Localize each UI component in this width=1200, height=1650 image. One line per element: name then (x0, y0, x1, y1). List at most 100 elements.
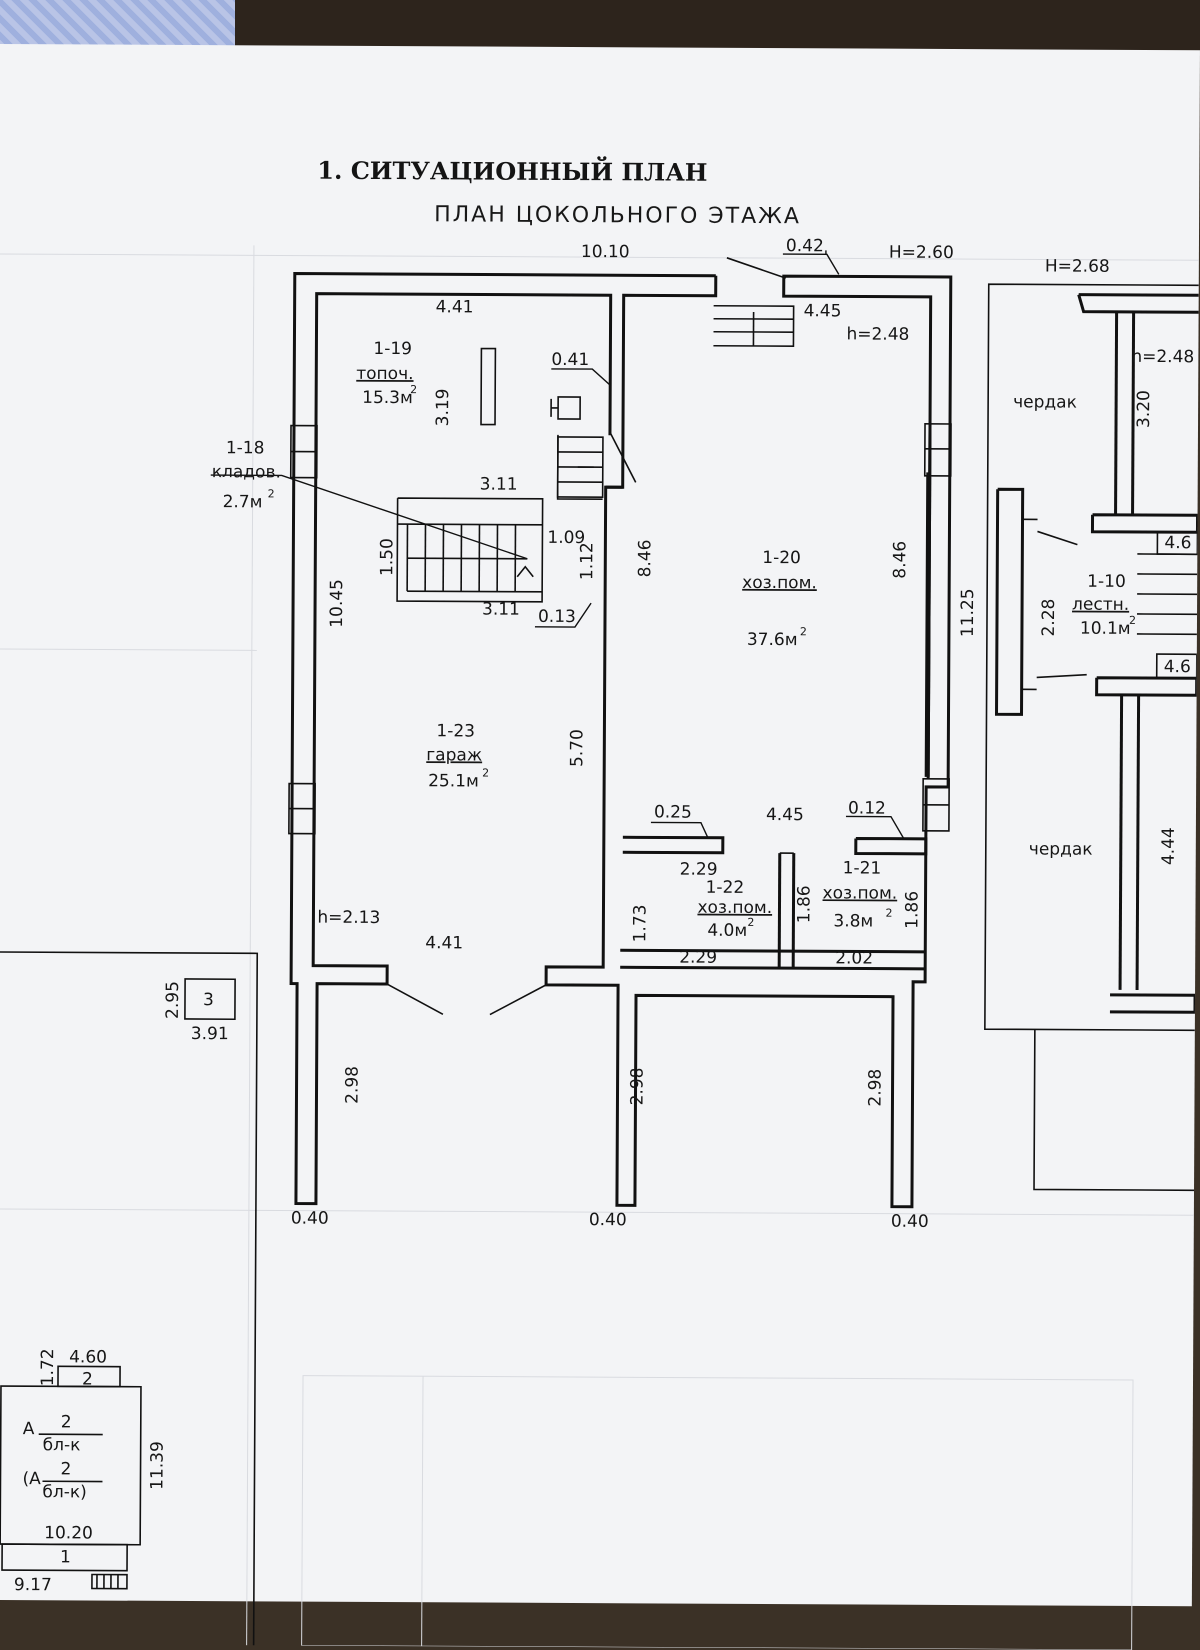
marking-a-den: бл-к (43, 1435, 81, 1455)
dim-right-444: 4.44 (1159, 827, 1179, 865)
paper-sheet: 1. СИТУАЦИОННЫЙ ПЛАН ПЛАН ЦОКОЛЬНОГО ЭТА… (0, 44, 1200, 1606)
room23-name: гараж (426, 745, 482, 765)
stair-area-sup: 2 (1129, 614, 1136, 627)
marking-a2-num: 2 (60, 1459, 71, 1479)
room21-id: 1-21 (843, 858, 882, 878)
dim-room22-right: 1.86 (794, 885, 814, 923)
room22-name: хоз.пом. (697, 898, 772, 918)
stair-treads (397, 524, 542, 592)
room18-id: 1-18 (226, 438, 265, 458)
room21-area-sup: 2 (885, 907, 892, 920)
marking-a2: (А (22, 1469, 41, 1489)
stair-area: 10.1м (1080, 619, 1131, 639)
height-attic: h=2.48 (1131, 347, 1194, 367)
dim-porch-right: 2.98 (865, 1069, 885, 1107)
room23-area-sup: 2 (482, 767, 489, 780)
room21-name: хоз.пом. (823, 883, 898, 903)
dim-wall-025: 0.25 (654, 802, 692, 822)
box1-width: 9.17 (14, 1575, 52, 1595)
dim-right-46-bottom: 4.6 (1164, 657, 1191, 677)
room22-area-sup: 2 (747, 916, 754, 929)
dim-stair-top: 3.11 (480, 475, 518, 495)
plan-subtitle: ПЛАН ЦОКОЛЬНОГО ЭТАЖА (434, 202, 801, 229)
room20-area: 37.6м (747, 630, 798, 650)
dim-right-46-top: 4.6 (1164, 533, 1191, 553)
small-plan-width: 10.20 (44, 1523, 93, 1543)
height-main: H=2.60 (889, 243, 954, 263)
height-garage: h=2.13 (317, 908, 380, 928)
boiler-unit (481, 349, 495, 425)
marking-a: А (23, 1419, 35, 1439)
small-site-plan (0, 952, 257, 1645)
dim-porch-mid-w: 0.40 (589, 1210, 627, 1230)
dim-room21-width: 2.02 (835, 948, 873, 968)
dim-room21-right: 1.86 (902, 891, 922, 929)
room20-id: 1-20 (762, 548, 801, 568)
room19-area: 15.3м (362, 388, 413, 408)
dim-room22-left: 1.73 (630, 904, 650, 942)
dim-porch-left-w: 0.40 (291, 1209, 329, 1229)
dim-room19-width: 4.41 (436, 297, 474, 317)
room20-area-sup: 2 (800, 625, 807, 638)
dim-stair-013: 0.13 (538, 607, 576, 627)
room18-area: 2.7м (223, 492, 263, 512)
attic-bottom-label: чердак (1029, 839, 1093, 859)
dim-stair-112: 1.12 (577, 542, 597, 580)
room23-id: 1-23 (436, 721, 475, 741)
entry-stair (713, 306, 793, 346)
dim-room20-right: 8.46 (890, 541, 910, 579)
sheet-title: 1. СИТУАЦИОННЫЙ ПЛАН (317, 154, 707, 187)
small-stair (558, 437, 603, 497)
dim-room22-top: 2.29 (680, 860, 718, 880)
box2-height: 1.72 (38, 1348, 58, 1386)
room19-area-sup: 2 (410, 383, 417, 396)
dim-garage-height: 5.70 (567, 729, 587, 767)
dim-top-total: 10.10 (581, 242, 630, 262)
marking-a-num: 2 (61, 1412, 72, 1432)
room22-area: 4.0м (707, 921, 747, 941)
floor-plan-drawing: 1. СИТУАЦИОННЫЙ ПЛАН ПЛАН ЦОКОЛЬНОГО ЭТА… (0, 44, 1200, 1650)
dim-room20-top-width: 4.45 (804, 301, 842, 321)
room20-name: хоз.пом. (742, 573, 817, 593)
dim-stair-150: 1.50 (377, 538, 397, 576)
dim-garage-bottom: 4.41 (425, 933, 463, 953)
box2-label: 2 (82, 1369, 93, 1389)
height-room20: h=2.48 (846, 324, 909, 344)
room18-area-sup: 2 (268, 487, 275, 500)
stair-name: лестн. (1072, 595, 1129, 615)
dim-room20-mid: 4.45 (766, 805, 804, 825)
small-plan-height: 11.39 (147, 1441, 167, 1490)
background-guides (0, 244, 1199, 1650)
room21-area: 3.8м (833, 911, 873, 931)
height-right: H=2.68 (1045, 256, 1110, 276)
box3-label: 3 (203, 990, 214, 1010)
stair-id: 1-10 (1087, 572, 1126, 592)
blue-paper-corner (0, 0, 235, 48)
dim-left-total: 10.45 (327, 579, 347, 628)
room18-name: кладов. (212, 462, 281, 482)
dim-top-gap: 0.42 (786, 236, 824, 256)
dim-wall-012: 0.12 (848, 798, 886, 818)
dim-room20-left: 8.46 (635, 539, 655, 577)
equipment-box (558, 397, 580, 419)
dim-wall-041: 0.41 (551, 350, 589, 370)
dim-porch-mid: 2.98 (627, 1067, 647, 1105)
box1-label: 1 (60, 1547, 71, 1567)
dim-stair-bottom: 3.11 (482, 600, 520, 620)
room23-area: 25.1м (428, 771, 479, 791)
marking-a2-den: бл-к) (42, 1482, 86, 1502)
right-partial-plan (984, 284, 1199, 1190)
attic-top-label: чердак (1013, 392, 1077, 412)
dim-porch-left: 2.98 (342, 1066, 362, 1104)
room19-id: 1-19 (373, 339, 412, 359)
box2-width: 4.60 (69, 1347, 107, 1367)
box3-height: 2.95 (163, 981, 183, 1019)
room19-name: топоч. (356, 364, 413, 384)
dim-room22-bottom: 2.29 (679, 948, 717, 968)
dim-porch-right-w: 0.40 (891, 1212, 929, 1232)
dim-right-320: 3.20 (1134, 390, 1154, 428)
dim-room19-height: 3.19 (433, 388, 453, 426)
box3-width: 3.91 (191, 1024, 229, 1044)
dim-right-228: 2.28 (1039, 599, 1059, 637)
dim-right-total: 11.25 (958, 588, 978, 637)
